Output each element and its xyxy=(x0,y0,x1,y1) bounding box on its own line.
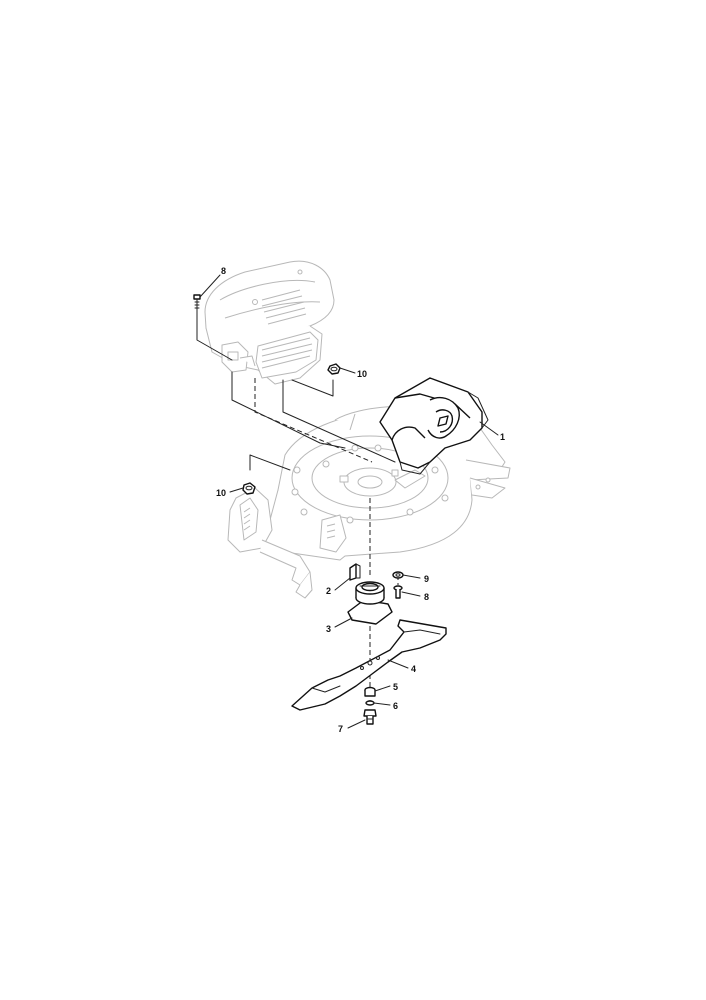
deck-nut-left xyxy=(242,482,256,495)
blade xyxy=(291,619,447,711)
blade-bolt xyxy=(363,709,377,725)
engine xyxy=(204,260,335,385)
callout-washer-6: 6 xyxy=(393,701,398,711)
washer-9 xyxy=(392,571,404,579)
key xyxy=(349,563,361,581)
callout-blade-adapter: 3 xyxy=(326,624,331,634)
callout-key: 2 xyxy=(326,586,331,596)
spacer xyxy=(364,686,376,697)
assembly-lines xyxy=(196,302,399,708)
callout-labels: 8 10 1 10 2 9 8 3 4 5 6 7 xyxy=(216,266,505,734)
callout-washer-9: 9 xyxy=(424,574,429,584)
callout-deck-nut-left: 10 xyxy=(216,488,226,498)
callout-blade: 4 xyxy=(411,664,416,674)
callout-engine-bolt: 8 xyxy=(221,266,226,276)
rear-guard xyxy=(379,377,489,475)
leader-lines xyxy=(199,274,499,729)
bolt-8 xyxy=(393,585,403,599)
engine-bolt xyxy=(193,294,201,313)
callout-spacer: 5 xyxy=(393,682,398,692)
blade-adapter xyxy=(347,581,393,625)
callout-rear-guard: 1 xyxy=(500,432,505,442)
callout-blade-bolt: 7 xyxy=(338,724,343,734)
engine-nut-right xyxy=(327,363,341,375)
callout-engine-nut-right: 10 xyxy=(357,369,367,379)
callout-bolt-8: 8 xyxy=(424,592,429,602)
washer-6 xyxy=(365,700,375,706)
